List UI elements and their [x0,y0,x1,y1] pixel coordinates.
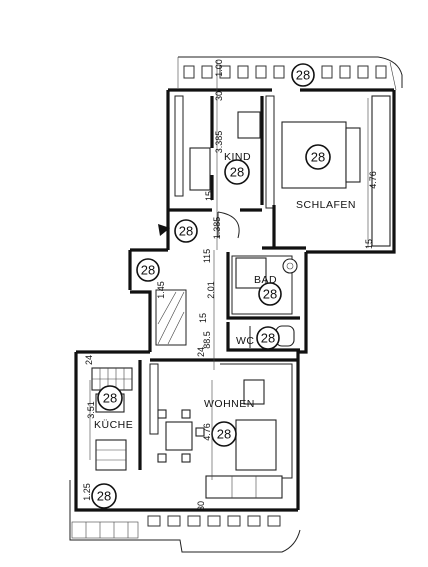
svg-text:28: 28 [230,165,244,180]
svg-text:28: 28 [261,331,275,346]
dim-1-385: 1.385 [212,217,222,240]
entrance-marker [158,224,170,236]
dim-3-385: 3.385 [214,131,224,154]
dim-1-45: 1.45 [156,281,166,299]
svg-text:28: 28 [179,224,193,239]
furniture [91,95,391,499]
dimension-lines [89,60,369,480]
room-number-badge-wohnen: 28 [211,421,237,447]
bottom-balcony [69,480,301,553]
dim-2-01: 2.01 [206,281,216,299]
dim-15-mid: 15 [198,313,208,323]
room-number-badge-bad: 28 [258,282,282,306]
svg-text:28: 28 [311,150,325,165]
dim-30-bottom: 30 [196,501,206,511]
dim-15-kind: 15 [204,191,214,201]
svg-text:28: 28 [141,263,155,278]
dim-3-51: 3.51 [86,401,96,419]
room-label-schlafen: SCHLAFEN [296,199,356,211]
dim-15-schlafen: 15 [364,239,374,249]
room-number-badge-kind: 28 [224,159,250,185]
svg-text:28: 28 [97,489,111,504]
dim-24-kueche: 24 [84,355,94,365]
dim-30-top: 30 [214,91,224,101]
room-number-badge-entrance: 28 [136,258,160,282]
hall-door [217,211,240,239]
svg-text:28: 28 [296,68,310,83]
svg-text:28: 28 [263,287,277,302]
svg-text:28: 28 [217,427,231,442]
room-number-badge-schlafen: 28 [305,144,331,170]
room-label-wc: WC [236,335,255,347]
room-label-wohnen: WOHNEN [204,398,255,410]
room-number-badge-top: 28 [291,63,315,87]
balcony-tiles-bottom [147,515,281,527]
top-balcony [177,56,403,91]
dim-4-76-schlafen: 4.76 [368,171,378,189]
dim-1-25: 1.25 [82,483,92,501]
room-number-badge-hall: 28 [174,219,198,243]
dim-1-00: 1.00 [214,59,224,77]
dim-4-76-wohnen: 4.76 [202,423,212,441]
room-label-kueche: KÜCHE [94,419,133,431]
dim-88-5: 88.5 [202,331,212,349]
dim-115: 115 [202,249,212,263]
room-label-kind: KIND [224,151,251,163]
interior-walls [138,95,306,479]
room-number-badge-balcony: 28 [91,483,117,509]
balcony-tiles-top [183,65,387,79]
outer-walls [74,88,396,512]
svg-text:28: 28 [103,391,117,406]
room-number-badge-wc: 28 [256,326,280,350]
room-number-badge-kueche: 28 [97,385,123,411]
dim-24: 24 [196,347,206,357]
